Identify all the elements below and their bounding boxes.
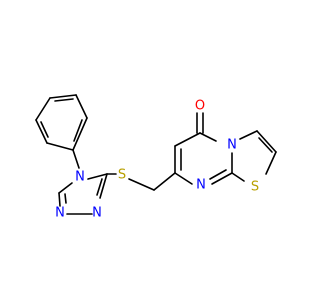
double-bond-inner (258, 137, 273, 153)
bond (46, 142, 74, 151)
atom-n-triazole-4: N (75, 170, 85, 185)
bond (35, 119, 48, 144)
double-bond-inner (54, 98, 74, 102)
bond (174, 172, 193, 185)
bond (128, 178, 155, 191)
atom-o-carbonyl: O (195, 99, 205, 114)
bond (211, 172, 233, 185)
double-bond-inner (73, 119, 83, 142)
bond (239, 130, 258, 140)
bond (49, 94, 77, 99)
bond (58, 182, 73, 194)
bond (174, 132, 201, 147)
double-bond-inner (209, 169, 227, 180)
bond (265, 151, 277, 175)
atom-s-thiazole: S (251, 180, 259, 195)
bond (58, 192, 61, 207)
bond (256, 130, 277, 153)
bond (153, 172, 176, 191)
thiazole-ring (231, 130, 277, 182)
double-bond-inner (40, 121, 49, 138)
double-bond-inner (96, 178, 103, 196)
diagram-background (0, 0, 300, 300)
bond (72, 149, 80, 169)
bond (199, 132, 217, 142)
atom-n-fusion: N (227, 138, 237, 153)
bond (75, 94, 88, 119)
phenyl-ring (35, 94, 88, 151)
atom-n-triazole-2: N (92, 206, 102, 221)
bond (87, 173, 108, 180)
bond (99, 173, 108, 199)
bond (72, 117, 88, 151)
pyrimidinone-ring (174, 132, 233, 185)
atom-s-thioether: S (118, 168, 126, 183)
triazole-ring (58, 173, 108, 215)
bond (231, 172, 245, 182)
molecule-structure-diagram: O N N S S N N N (0, 0, 300, 300)
atom-n-pyrimidine: N (196, 178, 206, 193)
atom-n-triazole-1: N (55, 206, 65, 221)
bond (35, 97, 51, 121)
double-bond-inner (64, 193, 67, 204)
